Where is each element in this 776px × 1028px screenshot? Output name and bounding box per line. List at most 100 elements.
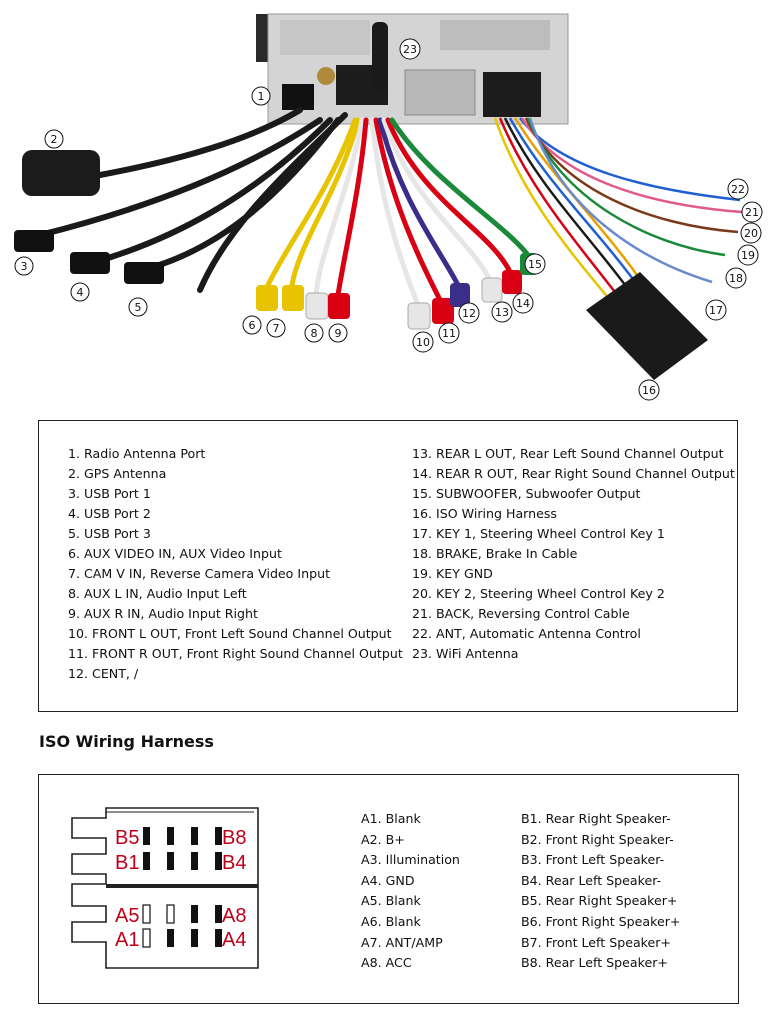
usb-plug-2 — [70, 252, 110, 274]
callout-21: 21 — [741, 201, 763, 223]
legend-column-right: 13. REAR L OUT, Rear Left Sound Channel … — [412, 444, 735, 664]
svg-text:22: 22 — [731, 183, 745, 196]
pin-item: A3. Illumination — [361, 852, 460, 868]
pin-item: B5. Rear Right Speaker+ — [521, 893, 678, 909]
connector-labels: B5 B8 B1 B4 A5 A8 A1 A4 — [115, 827, 246, 951]
svg-text:8: 8 — [311, 327, 318, 340]
legend-box: 1. Radio Antenna Port 2. GPS Antenna 3. … — [38, 420, 738, 712]
legend-item: 22. ANT, Automatic Antenna Control — [412, 626, 641, 641]
legend-item: 14. REAR R OUT, Rear Right Sound Channel… — [412, 466, 735, 481]
pin-item: B6. Front Right Speaker+ — [521, 913, 681, 929]
pin-item: B4. Rear Left Speaker- — [521, 872, 662, 888]
pin-item: B7. Front Left Speaker+ — [521, 934, 671, 950]
callout-4: 4 — [70, 282, 90, 302]
pins-b-list: B1. Rear Right Speaker- B2. Front Right … — [521, 809, 680, 974]
legend-item: 13. REAR L OUT, Rear Left Sound Channel … — [412, 446, 724, 461]
pin-item: A2. B+ — [361, 831, 405, 847]
pin-item: A6. Blank — [361, 913, 421, 929]
legend-item: 17. KEY 1, Steering Wheel Control Key 1 — [412, 526, 665, 541]
rca-cables — [265, 117, 531, 308]
callout-6: 6 — [242, 315, 262, 335]
svg-text:5: 5 — [135, 301, 142, 314]
legend-item: 11. FRONT R OUT, Front Right Sound Chann… — [68, 646, 403, 661]
callout-19: 19 — [737, 244, 759, 266]
callout-14: 14 — [512, 292, 534, 314]
pin-item: A1. Blank — [361, 811, 421, 826]
legend-column-left: 1. Radio Antenna Port 2. GPS Antenna 3. … — [68, 444, 403, 684]
svg-text:12: 12 — [462, 307, 476, 320]
legend-item: 16. ISO Wiring Harness — [412, 506, 557, 521]
iso-pinout-box: B5 B8 B1 B4 A5 A8 A1 A4 A1. Blank A2. B+… — [38, 774, 739, 1004]
pin-item: A8. ACC — [361, 955, 412, 971]
svg-text:16: 16 — [642, 384, 656, 397]
svg-text:2: 2 — [51, 133, 58, 146]
svg-text:11: 11 — [442, 327, 456, 340]
legend-item: 15. SUBWOOFER, Subwoofer Output — [412, 486, 641, 501]
callout-10: 10 — [412, 331, 434, 353]
callout-2: 2 — [44, 129, 64, 149]
gps-antenna-shape — [22, 150, 100, 196]
svg-text:1: 1 — [258, 90, 265, 103]
label-b5: B5 — [115, 827, 139, 849]
label-b4: B4 — [222, 852, 246, 874]
callout-18: 18 — [725, 267, 747, 289]
iso-connector-block — [586, 272, 708, 380]
usb-plug-1 — [14, 230, 54, 252]
pins-a-list: A1. Blank A2. B+ A3. Illumination A4. GN… — [361, 809, 460, 974]
svg-text:20: 20 — [744, 227, 758, 240]
pins-b-row — [143, 827, 222, 870]
callout-12: 12 — [458, 302, 480, 324]
callout-22: 22 — [727, 178, 749, 200]
iso-section-title: ISO Wiring Harness — [39, 732, 214, 751]
legend-item: 21. BACK, Reversing Control Cable — [412, 606, 630, 621]
iso-connector-diagram: B5 B8 B1 B4 A5 A8 A1 A4 — [71, 807, 259, 969]
pins-a-row — [142, 904, 222, 948]
callout-9: 9 — [328, 323, 348, 343]
callout-17: 17 — [705, 299, 727, 321]
pin-item: B3. Front Left Speaker- — [521, 852, 665, 868]
legend-item: 4. USB Port 2 — [68, 506, 151, 521]
legend-item: 2. GPS Antenna — [68, 466, 167, 481]
svg-text:10: 10 — [416, 336, 430, 349]
callout-20: 20 — [740, 222, 762, 244]
rca-plugs — [256, 253, 538, 330]
pin-item: A7. ANT/AMP — [361, 934, 443, 950]
legend-item: 5. USB Port 3 — [68, 526, 151, 541]
legend-item: 23. WiFi Antenna — [412, 646, 519, 661]
pin-item: B8. Rear Left Speaker+ — [521, 955, 668, 971]
legend-item: 1. Radio Antenna Port — [68, 446, 206, 461]
pin-item: A5. Blank — [361, 893, 421, 909]
callout-7: 7 — [266, 318, 286, 338]
legend-item: 18. BRAKE, Brake In Cable — [412, 546, 578, 561]
svg-text:21: 21 — [745, 206, 759, 219]
label-a1: A1 — [115, 929, 139, 951]
legend-item: 6. AUX VIDEO IN, AUX Video Input — [68, 546, 282, 561]
callout-16: 16 — [638, 379, 660, 401]
callout-13: 13 — [491, 301, 513, 323]
legend-item: 3. USB Port 1 — [68, 486, 151, 501]
callout-3: 3 — [14, 256, 34, 276]
connector-outline — [71, 807, 259, 969]
svg-text:4: 4 — [77, 286, 84, 299]
callout-markers: 1 2 3 4 5 6 7 8 9 10 11 12 13 14 15 16 1… — [14, 38, 763, 401]
legend-item: 9. AUX R IN, Audio Input Right — [68, 606, 258, 621]
pin-item: A4. GND — [361, 872, 415, 888]
callout-11: 11 — [438, 322, 460, 344]
black-cables — [37, 107, 348, 293]
svg-text:23: 23 — [403, 43, 417, 56]
label-b1: B1 — [115, 852, 139, 874]
wifi-antenna-shape — [372, 22, 388, 92]
legend-item: 10. FRONT L OUT, Front Left Sound Channe… — [68, 626, 392, 641]
legend-item: 19. KEY GND — [412, 566, 493, 581]
legend-item: 20. KEY 2, Steering Wheel Control Key 2 — [412, 586, 665, 601]
callout-5: 5 — [128, 297, 148, 317]
wiring-photo: 1 2 3 4 5 6 7 8 9 10 11 12 13 14 15 16 1… — [14, 13, 763, 401]
svg-text:17: 17 — [709, 304, 723, 317]
label-a4: A4 — [222, 929, 246, 951]
pin-item: B1. Rear Right Speaker- — [521, 811, 671, 826]
svg-text:14: 14 — [516, 297, 530, 310]
pin-item: B2. Front Right Speaker- — [521, 831, 674, 847]
svg-text:6: 6 — [249, 319, 256, 332]
label-b8: B8 — [222, 827, 246, 849]
svg-text:18: 18 — [729, 272, 743, 285]
